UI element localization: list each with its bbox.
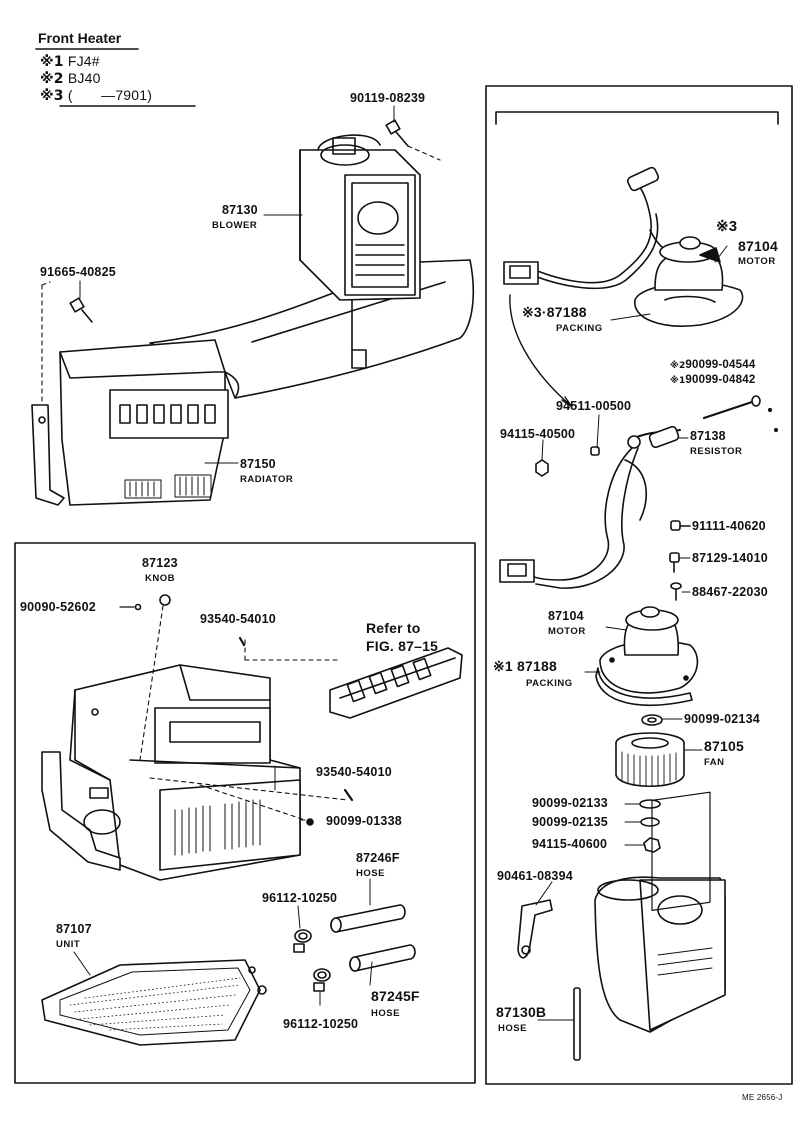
part-87188-top-num: 87188 [546,304,587,320]
lower-left-panel-frame [14,542,476,1084]
screw-91665 [69,297,93,323]
note-text: BJ40 [67,70,101,86]
part-87188-mid-mark: ※1 [493,658,513,674]
part-94511-00500: 94511-00500 [556,399,632,413]
screw-88467 [670,582,682,601]
part-90099-04544-num: 90099-04544 [685,359,756,371]
blower-internals [499,166,779,1061]
part-87104-mid-number: 87104 [548,609,584,623]
part-96112-10250-bottom: 96112-10250 [283,1017,359,1031]
right-panel-frame [485,85,793,1085]
part-90119-08239: 90119-08239 [350,91,426,105]
part-94115-40600: 94115-40600 [532,837,608,851]
clamp-a [293,929,312,953]
part-87245f-name: HOSE [371,1008,400,1019]
part-87107-number: 87107 [56,922,92,936]
note-text: ( —7901) [67,87,153,103]
part-87246f-name: HOSE [356,868,385,879]
part-87130-name: BLOWER [212,220,258,231]
part-90099-02134: 90099-02134 [684,712,760,726]
part-87246f-number: 87246F [356,851,400,865]
part-96112-10250-top: 96112-10250 [262,891,338,905]
screw-87129 [669,552,680,573]
part-90099-04544: ※290099-04544 [670,359,755,373]
part-90099-04842-num: 90099-04842 [685,374,756,386]
part-87123-number: 87123 [142,556,178,570]
leader-lines [73,105,728,1021]
part-87123-name: KNOB [145,573,175,584]
part-87104-top-mark: ※3 [716,218,738,235]
refer-to-text: Refer to [366,620,421,636]
part-87138-name: RESISTOR [690,446,743,457]
part-91665-40825: 91665-40825 [40,265,116,279]
part-93540-54010-top: 93540-54010 [200,612,276,626]
part-87188-mid-name: PACKING [526,678,573,689]
part-87150-name: RADIATOR [240,474,294,485]
part-88467-22030: 88467-22030 [692,585,768,599]
part-90099-04544-mark: ※2 [670,361,686,371]
part-90090-52602: 90090-52602 [20,600,96,614]
part-90099-02133: 90099-02133 [532,796,608,810]
figure-code: ME 2656-J [742,1093,783,1102]
right-panel-bracket [495,111,779,125]
part-87150-number: 87150 [240,457,276,471]
note-1: ※1 FJ4# [40,53,100,70]
part-87129-14010: 87129-14010 [692,551,768,565]
part-87245f-number: 87245F [371,988,420,1004]
part-87130-number: 87130 [222,203,258,217]
part-87130b-number: 87130B [496,1004,547,1020]
part-90461-08394: 90461-08394 [497,869,573,883]
note-mark: ※1 [40,54,64,70]
part-94115-40500: 94115-40500 [500,427,576,441]
part-87138-number: 87138 [690,429,726,443]
refer-to-figure: FIG. 87–15 [366,638,439,654]
part-87104-top-number: 87104 [738,238,778,254]
part-91111-40620: 91111-40620 [692,519,766,533]
part-87107-name: UNIT [56,939,81,950]
part-93540-54010-bottom: 93540-54010 [316,765,392,779]
part-87188-mid-num: 87188 [517,658,557,674]
note-mark: ※3 [40,88,64,104]
knob-87123 [159,594,171,606]
blower-assembly [31,119,475,506]
part-87104-top-name: MOTOR [738,256,776,267]
part-87188-top-number: ※3·87188 [522,304,587,320]
clamp-b [313,968,331,992]
note-2: ※2 BJ40 [40,70,101,87]
note-text: FJ4# [67,53,100,69]
part-87104-mid-name: MOTOR [548,626,586,637]
part-87105-name: FAN [704,757,725,768]
part-90099-02135: 90099-02135 [532,815,608,829]
part-90099-01338: 90099-01338 [326,814,402,828]
part-87130b-name: HOSE [498,1023,527,1034]
part-87188-top-name: PACKING [556,323,603,334]
diagram-title: Front Heater [38,30,122,46]
screw-90119 [385,119,409,147]
part-90099-04842: ※190099-04842 [670,374,755,388]
header-underlines [35,48,196,107]
part-87105-number: 87105 [704,738,744,754]
note-3: ※3 ( —7901) [40,87,153,104]
note-mark: ※2 [40,71,64,87]
part-87188-top-mark: ※3 [522,304,542,320]
heater-unit-exploded [41,594,463,1046]
part-87188-mid-number: ※1 87188 [493,658,557,674]
part-90099-04842-mark: ※1 [670,376,686,386]
